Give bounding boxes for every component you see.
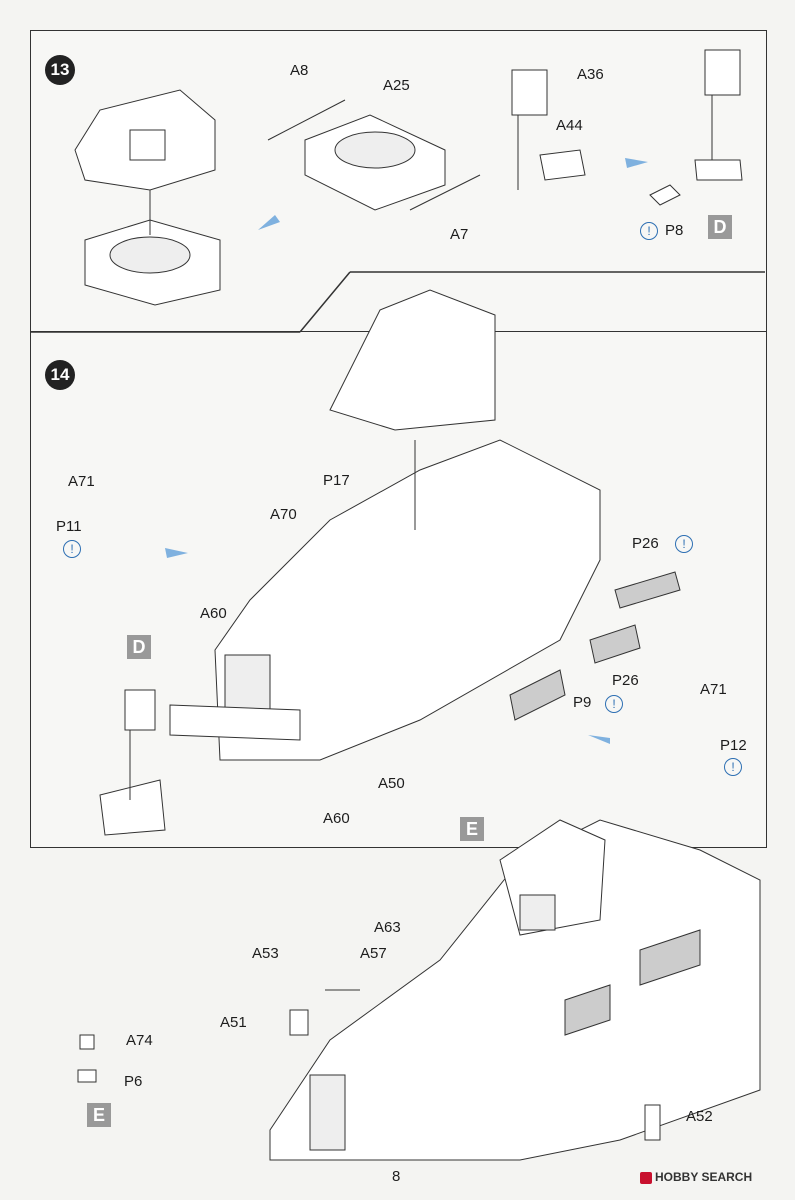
part-label-p8: P8 [665, 222, 684, 239]
part-label-a52: A52 [686, 1108, 713, 1125]
step-13-badge: 13 [45, 55, 75, 85]
part-label-p6: P6 [124, 1073, 143, 1090]
step-14-badge: 14 [45, 360, 75, 390]
part-label-a8: A8 [290, 62, 309, 79]
subassembly-d-badge-mid: D [127, 635, 151, 659]
turret-assembly-drawing [74, 89, 221, 306]
ring-mount-drawing [267, 99, 481, 211]
part-label-a60-top: A60 [200, 605, 227, 622]
part-label-p12: P12 [720, 737, 747, 754]
part-label-p26-bottom: P26 [612, 672, 639, 689]
vehicle-complete-drawing [77, 819, 761, 1161]
paint-drop-icon: ! [640, 222, 658, 240]
shield-part-drawing [511, 49, 743, 206]
part-label-a57: A57 [360, 945, 387, 962]
part-label-a70: A70 [270, 506, 297, 523]
part-label-a25: A25 [383, 77, 410, 94]
paint-drop-icon: ! [675, 535, 693, 553]
part-label-a71-right: A71 [700, 681, 727, 698]
subassembly-e-badge-bottom: E [87, 1103, 111, 1127]
part-label-a50: A50 [378, 775, 405, 792]
part-label-a53: A53 [252, 945, 279, 962]
paint-drop-icon: ! [63, 540, 81, 558]
paint-drop-icon: ! [724, 758, 742, 776]
paint-drop-icon: ! [605, 695, 623, 713]
vehicle-body-drawing [99, 289, 681, 836]
part-label-a74: A74 [126, 1032, 153, 1049]
watermark-logo: HOBBY SEARCH [640, 1170, 752, 1184]
part-label-p17: P17 [323, 472, 350, 489]
hobby-search-logo-icon [640, 1171, 652, 1184]
part-label-a71-left: A71 [68, 473, 95, 490]
part-label-a44: A44 [556, 117, 583, 134]
subassembly-e-badge-mid: E [460, 817, 484, 841]
part-label-a36: A36 [577, 66, 604, 83]
part-label-a63: A63 [374, 919, 401, 936]
direction-arrow-icon [165, 158, 648, 744]
part-label-p26-top: P26 [632, 535, 659, 552]
part-label-a7: A7 [450, 226, 469, 243]
part-label-p9: P9 [573, 694, 592, 711]
page-number: 8 [392, 1168, 401, 1185]
subassembly-d-badge: D [708, 215, 732, 239]
part-label-a60-bottom: A60 [323, 810, 350, 827]
part-label-a51: A51 [220, 1014, 247, 1031]
part-label-p11: P11 [56, 518, 82, 535]
